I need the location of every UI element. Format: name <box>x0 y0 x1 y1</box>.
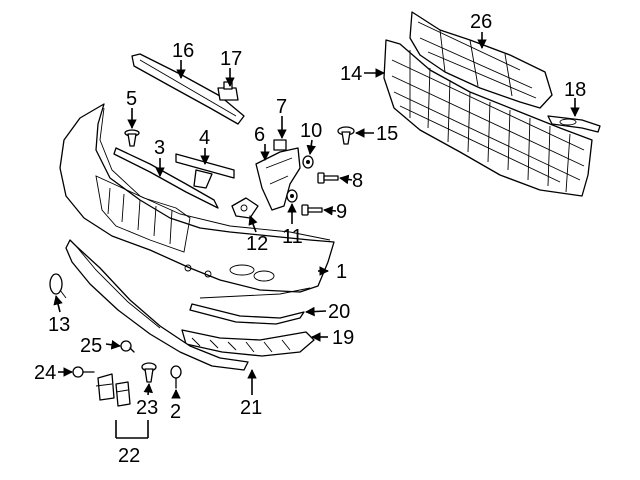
part-10-washer <box>302 155 314 169</box>
callout-24: 24 <box>34 362 56 384</box>
part-7-clip <box>273 139 287 151</box>
callout-20: 20 <box>328 301 350 323</box>
part-14-reinforcement <box>383 39 593 197</box>
callout-22: 22 <box>118 445 140 467</box>
part-21-spoiler <box>65 239 249 371</box>
callout-8: 8 <box>352 170 363 192</box>
part-6-side-bracket <box>255 147 301 211</box>
callout-2: 2 <box>170 401 181 423</box>
callout-10: 10 <box>300 120 322 142</box>
callout-6: 6 <box>254 124 265 146</box>
part-23-clip <box>141 362 157 383</box>
part-22-brackets <box>95 373 131 407</box>
part-16-upper-trim <box>131 53 245 125</box>
callout-19: 19 <box>332 327 354 349</box>
callout-14: 14 <box>340 63 362 85</box>
part-12-bracket <box>231 197 259 219</box>
callout-17: 17 <box>220 48 242 70</box>
callout-3: 3 <box>154 137 165 159</box>
part-20-lower-trim <box>189 303 305 325</box>
part-24-screw <box>72 366 95 378</box>
part-1-bumper-cover <box>59 103 335 299</box>
callout-26: 26 <box>470 11 492 33</box>
part-17-clip <box>217 81 239 101</box>
part-11-washer <box>286 189 298 203</box>
part-5-push-clip <box>124 129 140 147</box>
part-26-absorber <box>409 11 553 109</box>
callout-9: 9 <box>336 201 347 223</box>
callout-12: 12 <box>246 233 268 255</box>
callout-21: 21 <box>240 397 262 419</box>
callout-23: 23 <box>136 397 158 419</box>
callout-4: 4 <box>199 127 210 149</box>
callout-11: 11 <box>282 226 303 248</box>
part-13-tow-cover <box>49 273 67 299</box>
part-4-emblem-bracket <box>175 153 235 189</box>
callout-1: 1 <box>336 261 347 283</box>
part-19-lower-grille <box>181 329 315 357</box>
leader-lines <box>53 32 580 439</box>
part-18-bracket <box>547 115 601 133</box>
callout-25: 25 <box>80 335 102 357</box>
callout-5: 5 <box>126 88 137 110</box>
callout-13: 13 <box>48 314 70 336</box>
callout-15: 15 <box>376 123 398 145</box>
part-15-push-clip <box>337 126 355 145</box>
callout-7: 7 <box>276 96 287 118</box>
part-2-screw <box>170 365 182 389</box>
callout-18: 18 <box>564 79 586 101</box>
part-25-screw <box>120 340 135 353</box>
callout-16: 16 <box>172 40 194 62</box>
part-8-bolt <box>317 172 339 184</box>
part-9-bolt <box>301 204 323 216</box>
